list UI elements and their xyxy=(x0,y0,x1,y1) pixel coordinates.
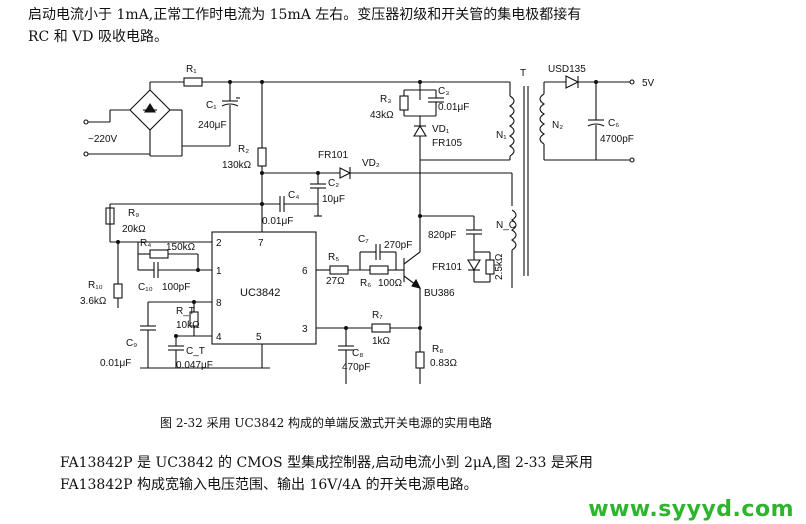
pin-3: 3 xyxy=(302,324,308,335)
intro-paragraph: 启动电流小于 1mA,正常工作时电流为 15mA 左右。变压器初级和开关管的集电… xyxy=(28,4,581,48)
output-5v-label: 5V xyxy=(642,78,655,89)
bridge-rectifier xyxy=(83,82,183,157)
r10-label: R₁₀ xyxy=(88,280,103,291)
ic-name: UC3842 xyxy=(240,287,280,299)
nc-label: N_C xyxy=(496,220,516,231)
r6-label: R₆ xyxy=(360,278,371,289)
pin-1: 1 xyxy=(216,266,222,277)
r4-value: 150kΩ xyxy=(166,242,196,253)
r10-value: 3.6kΩ xyxy=(80,296,107,307)
c820-label: 820pF xyxy=(428,230,456,241)
r3-label: R₃ xyxy=(380,94,391,105)
c3-value: 0.01μF xyxy=(438,102,469,113)
uc3842-chip xyxy=(211,231,317,345)
c8-label: C₈ xyxy=(352,348,363,359)
c1-value: 240μF xyxy=(198,120,227,131)
r7-label: R₇ xyxy=(372,310,383,321)
c10-label: C₁₀ xyxy=(138,282,153,293)
n1-label: N₁ xyxy=(496,130,507,141)
c4-label: C₄ xyxy=(288,190,299,201)
r5-value: 27Ω xyxy=(326,276,345,287)
pin-4: 4 xyxy=(216,332,222,343)
pin-2: 2 xyxy=(216,238,222,249)
outro-paragraph: FA13842P 是 UC3842 的 CMOS 型集成控制器,启动电流小到 2… xyxy=(60,452,593,496)
c7-value: 270pF xyxy=(384,240,412,251)
c10-value: 100pF xyxy=(162,282,190,293)
fr105-label: FR105 xyxy=(432,138,462,149)
r7-value: 1kΩ xyxy=(372,336,391,347)
c4-value: 0.01μF xyxy=(262,216,293,227)
vd1-label: VD₁ xyxy=(432,124,450,135)
r2-value: 130kΩ xyxy=(222,160,252,171)
rt-label: R_T xyxy=(176,306,195,317)
ac-input-label: ~220V xyxy=(88,134,118,145)
r1-label: R₁ xyxy=(186,64,197,75)
c1-label: C₁ xyxy=(206,100,217,111)
r3-value: 43kΩ xyxy=(370,110,394,121)
ct-label: C_T xyxy=(186,346,205,357)
t-label: T xyxy=(520,68,526,79)
c3-label: C₃ xyxy=(438,86,449,97)
n2-label: N₂ xyxy=(552,120,563,131)
bu386-transistor xyxy=(403,251,422,289)
r9-value: 20kΩ xyxy=(122,224,146,235)
figure-caption: 图 2-32 采用 UC3842 构成的单端反激式开关电源的实用电路 xyxy=(160,416,493,430)
r6-value: 100Ω xyxy=(378,278,403,289)
ct-value: 0.047μF xyxy=(176,360,213,371)
pin-5: 5 xyxy=(256,332,262,343)
bu386-label: BU386 xyxy=(424,288,455,299)
transformer xyxy=(508,86,546,276)
intro-line-2: RC 和 VD 吸收电路。 xyxy=(28,29,168,45)
usd135-label: USD135 xyxy=(548,64,586,75)
c2-value: 10μF xyxy=(322,194,345,205)
r4-label: R₄ xyxy=(140,238,151,249)
c7-label: C₇ xyxy=(358,234,369,245)
r9-label: R₉ xyxy=(128,208,139,219)
r2-label: R₂ xyxy=(238,144,249,155)
r-2k5-value: 2.5kΩ xyxy=(494,253,505,280)
c6-label: C₆ xyxy=(608,118,619,129)
watermark: www.syyyd.com xyxy=(588,497,794,522)
pin-8: 8 xyxy=(216,298,222,309)
pin-6: 6 xyxy=(302,266,308,277)
c9-value: 0.01μF xyxy=(100,358,131,369)
r8-value: 0.83Ω xyxy=(430,358,457,369)
c2-label: C₂ xyxy=(328,178,339,189)
outro-line-2: FA13842P 构成宽输入电压范围、输出 16V/4A 的开关电源电路。 xyxy=(60,477,478,493)
pin-7: 7 xyxy=(258,238,264,249)
c6-value: 4700pF xyxy=(600,134,634,145)
intro-line-1: 启动电流小于 1mA,正常工作时电流为 15mA 左右。变压器初级和开关管的集电… xyxy=(28,7,582,23)
rt-value: 10kΩ xyxy=(176,320,200,331)
circuit-schematic: ~220V R₁ C₁ 240μF R₂ 130kΩ FR101 VD₂ C₂ … xyxy=(80,64,655,384)
r8-label: R₈ xyxy=(432,344,443,355)
fr101-vd2-label: FR101 xyxy=(318,150,348,161)
fr101-snubber-label: FR101 xyxy=(432,262,462,273)
c8-value: 470pF xyxy=(342,362,370,373)
outro-line-1: FA13842P 是 UC3842 的 CMOS 型集成控制器,启动电流小到 2… xyxy=(60,455,593,471)
c9-label: C₉ xyxy=(126,338,137,349)
r5-label: R₅ xyxy=(328,252,339,263)
vd2-label: VD₂ xyxy=(362,158,380,169)
